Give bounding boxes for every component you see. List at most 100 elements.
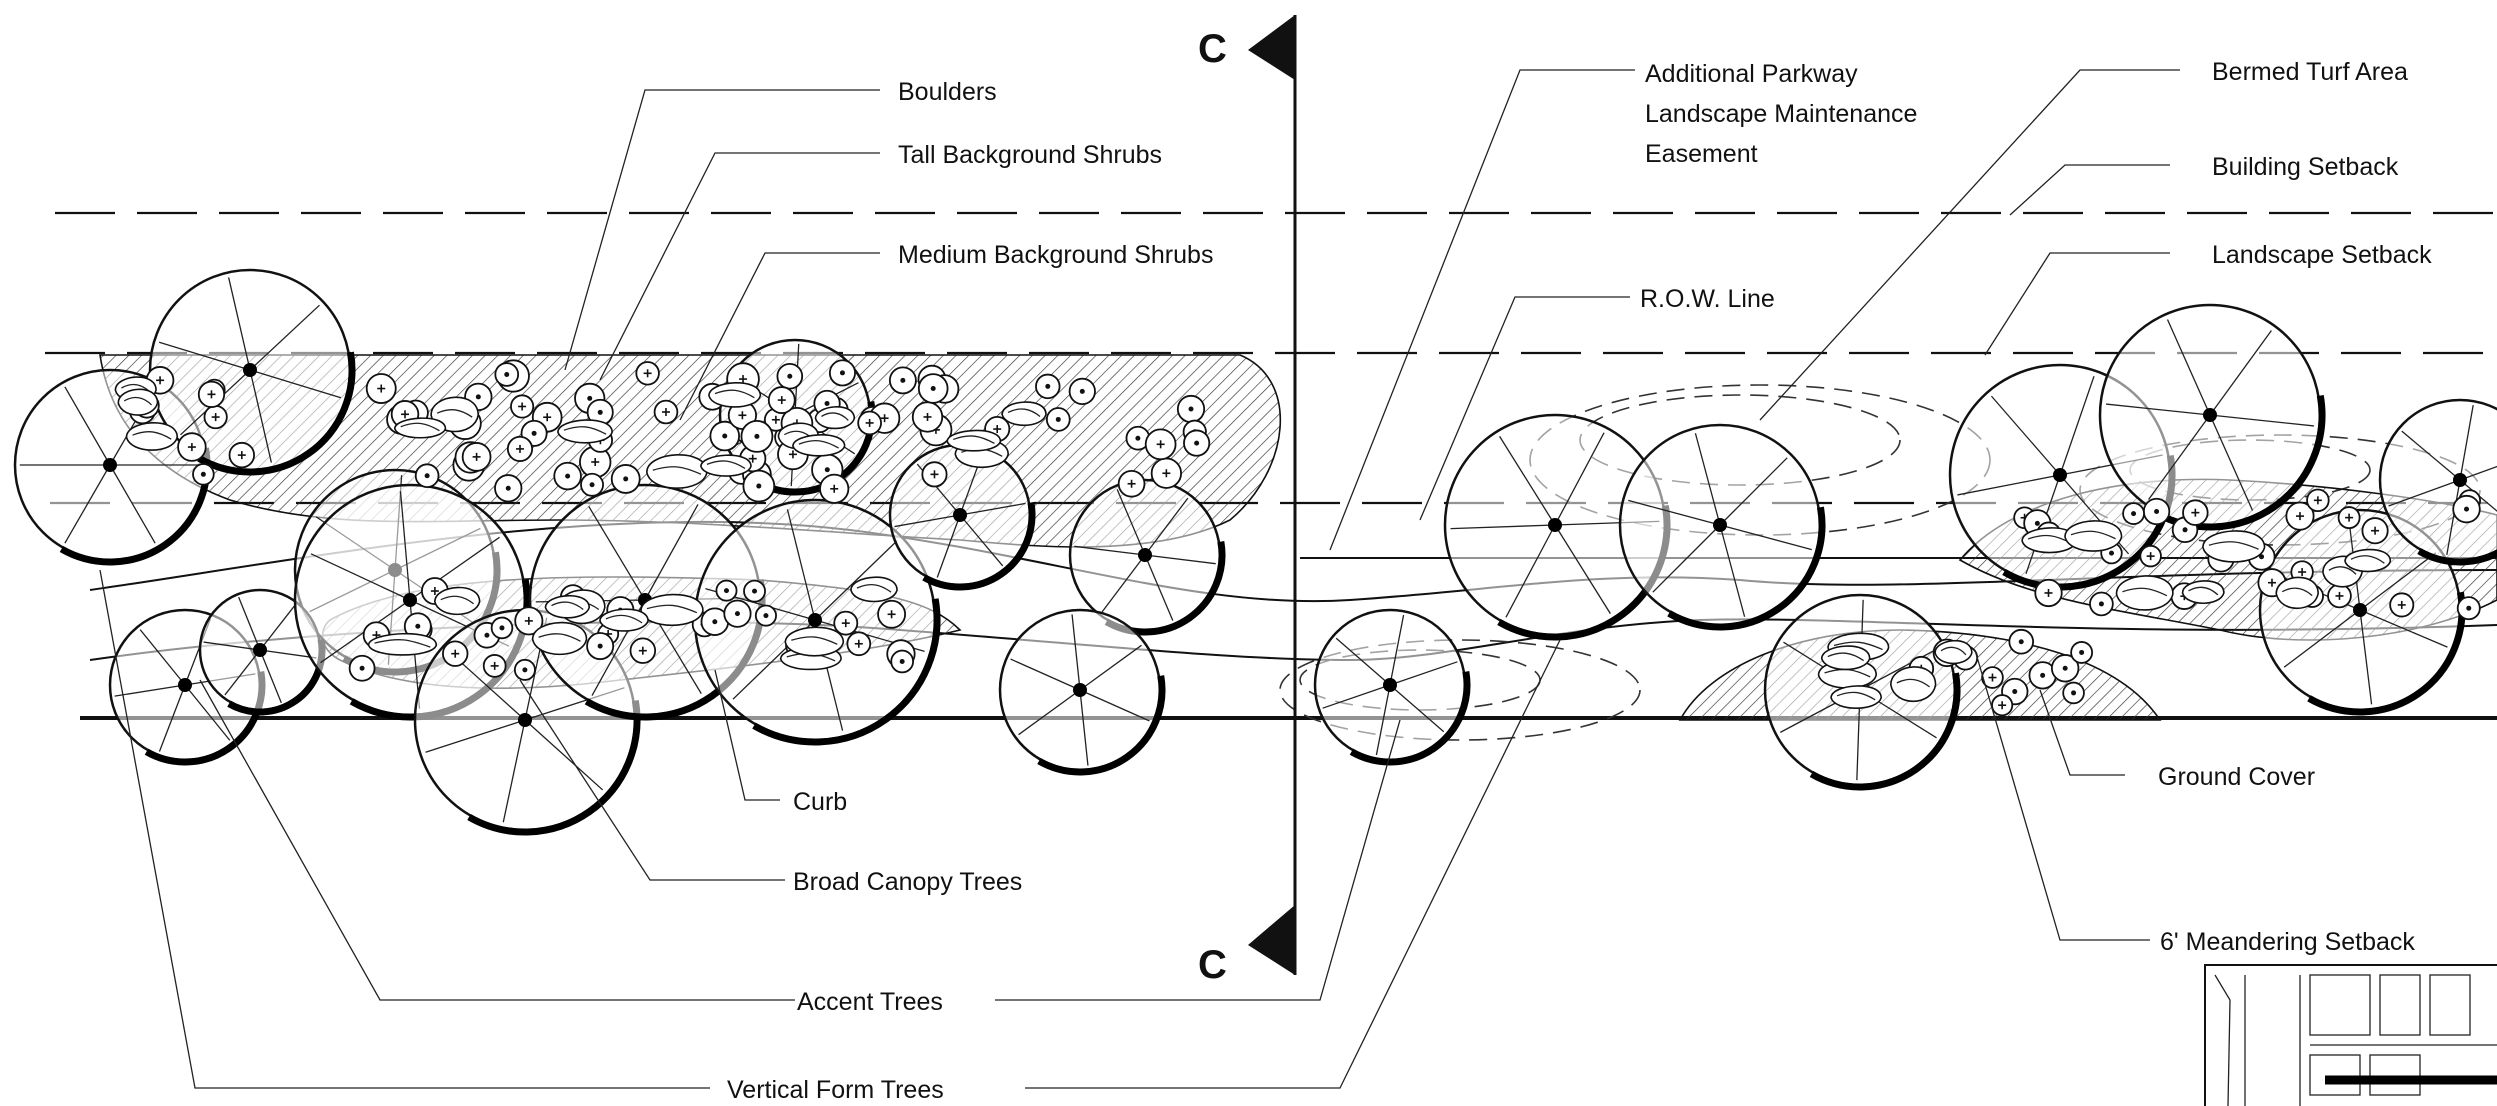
boulder-symbol: [850, 576, 898, 603]
shrub-symbol: [2062, 681, 2085, 705]
boulder-symbol: [2181, 580, 2225, 605]
shrub-symbol: [414, 463, 440, 489]
shrub-symbol: [2070, 641, 2094, 664]
shrub-symbol: [715, 579, 738, 602]
shrub-symbol: [635, 361, 660, 386]
shrub-symbol: [177, 432, 207, 462]
shrub-symbol: [833, 610, 859, 636]
shrub-symbol: [1176, 394, 1206, 424]
shrub-symbol: [819, 473, 850, 504]
label-parkway-2: Landscape Maintenance: [1645, 100, 1917, 128]
shrub-symbol: [2139, 544, 2162, 568]
shrub-symbol: [348, 654, 376, 682]
shrub-symbol: [1183, 429, 1211, 457]
label-accent-trees: Accent Trees: [797, 988, 943, 1016]
boulder-symbol: [367, 632, 438, 656]
shrub-symbol: [846, 631, 872, 657]
shrub-symbol: [2089, 591, 2114, 617]
tree-canopy: [2098, 303, 2326, 531]
section-marker-top: C: [1198, 27, 1227, 71]
shrub-symbol: [228, 441, 255, 469]
shrub-symbol: [1981, 666, 2004, 689]
boulder-symbol: [792, 434, 846, 457]
shrub-symbol: [828, 359, 856, 387]
shrub-symbol: [743, 579, 766, 603]
shrub-symbol: [740, 420, 774, 453]
boulder-symbol: [544, 594, 591, 619]
label-parkway-3: Easement: [1645, 140, 1758, 168]
shrub-symbol: [1045, 407, 1071, 432]
shrub-symbol: [1991, 694, 2014, 717]
boulder-symbol: [1890, 666, 1937, 703]
shrub-symbol: [888, 366, 917, 395]
shrub-symbol: [490, 616, 514, 640]
shrub-symbol: [553, 461, 582, 491]
boulder-symbol: [1820, 645, 1871, 671]
label-building-setback: Building Setback: [2212, 153, 2399, 181]
shrub-symbol: [890, 649, 914, 674]
shrub-symbol: [1035, 373, 1061, 400]
boulder-symbol: [1830, 685, 1883, 709]
shrub-symbol: [653, 399, 679, 425]
shrub-symbol: [513, 658, 536, 681]
boulder-symbol: [393, 417, 447, 439]
shrub-symbol: [1144, 428, 1177, 461]
boulder-symbol: [946, 429, 1002, 452]
shrub-symbol: [514, 606, 544, 636]
shrub-symbol: [917, 373, 949, 404]
boulder-symbol: [700, 454, 752, 477]
label-landscape-setback: Landscape Setback: [2212, 241, 2432, 269]
label-medium-shrubs: Medium Background Shrubs: [898, 241, 1213, 269]
shrub-symbol: [580, 472, 604, 497]
shrub-symbol: [482, 654, 507, 678]
boulder-symbol: [2202, 530, 2266, 563]
shrub-symbol: [2122, 502, 2145, 525]
shrub-symbol: [629, 637, 657, 664]
boulder-symbol: [1934, 639, 1973, 665]
section-marker-bottom: C: [1198, 943, 1227, 987]
label-row-line: R.O.W. Line: [1640, 285, 1775, 313]
shrub-symbol: [461, 442, 492, 472]
boulder-symbol: [640, 593, 704, 627]
boulder-symbol: [708, 382, 762, 408]
label-parkway-1: Additional Parkway: [1645, 60, 1858, 88]
tree-canopy: [1313, 608, 1471, 766]
shrub-symbol: [197, 380, 226, 408]
plan-labels: Boulders Tall Background Shrubs Medium B…: [727, 58, 2432, 1104]
boulder-symbol: [1001, 401, 1047, 426]
shrub-symbol: [506, 435, 534, 462]
section-cut-line: C C: [1198, 15, 1297, 987]
key-map-inset: [2204, 964, 2497, 1106]
label-ground-cover: Ground Cover: [2158, 763, 2315, 791]
shrub-symbol: [365, 373, 397, 404]
boulder-symbol: [531, 621, 588, 656]
boulder-symbol: [125, 422, 179, 451]
tree-canopy: [1068, 478, 1226, 636]
shrub-symbol: [742, 469, 776, 503]
boulder-symbol: [117, 388, 159, 416]
shrub-symbol: [1117, 469, 1146, 498]
label-boulders: Boulders: [898, 78, 997, 106]
shrub-symbol: [2389, 592, 2415, 618]
tree-canopy: [888, 443, 1036, 591]
label-curb: Curb: [793, 788, 847, 816]
label-bermed-turf: Bermed Turf Area: [2212, 58, 2408, 86]
shrub-symbol: [2285, 501, 2315, 531]
shrub-symbol: [2306, 488, 2330, 513]
boulder-symbol: [2064, 520, 2123, 552]
shrub-symbol: [586, 632, 615, 661]
shrub-symbol: [2142, 497, 2171, 526]
shrub-symbol: [203, 404, 228, 430]
shrub-symbol: [2361, 517, 2389, 545]
shrub-symbol: [2050, 654, 2080, 683]
shrub-symbol: [921, 461, 948, 488]
boulder-symbol: [599, 608, 649, 632]
label-broad-canopy: Broad Canopy Trees: [793, 868, 1022, 896]
boulder-symbol: [784, 626, 845, 657]
shrub-symbol: [494, 474, 523, 503]
shrub-symbol: [2456, 596, 2481, 621]
tree-canopy: [998, 608, 1166, 776]
tree-canopy: [1618, 423, 1826, 631]
boulder-symbol: [2115, 575, 2174, 611]
